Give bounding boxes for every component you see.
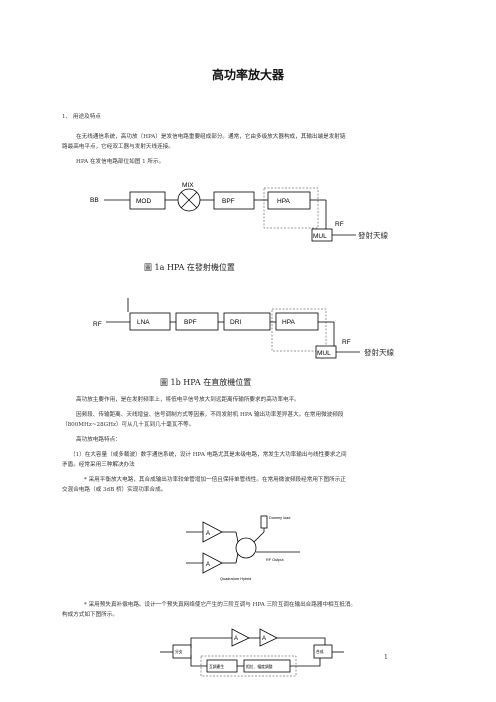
paragraph-2: HPA 在发信电路部位如图 1 所示。	[76, 159, 165, 165]
figure-1b-caption: 圖 1b HPA 在直放機位置	[160, 378, 252, 387]
amp-2-label: A	[206, 562, 210, 568]
mul-label: MUL	[313, 233, 327, 240]
quadrature-hybrid-symbol	[235, 537, 257, 559]
rf-output-label: RF Output	[266, 558, 284, 562]
paragraph-1-line-2: 路最高电平点，它经双工器与发射天线连接。	[62, 144, 174, 150]
paragraph-5: 高功放电路特点：	[76, 437, 121, 443]
phase-amplitude-label: 相位、幅度調整	[246, 664, 273, 669]
bpf-label: BPF	[222, 198, 235, 205]
rf-in-label: RF	[93, 321, 102, 328]
mod-block	[129, 191, 166, 210]
dri-label: DRI	[230, 319, 241, 326]
amp-4-label: A	[262, 636, 266, 642]
paragraph-6-line-1: （1）在大容量（或多载波）数字通信系统，设计 HPA 电路尤其是末级电路，常发生…	[70, 452, 347, 458]
paragraph-4-line-2: （800MHz~28GHz）可从几十瓦到几十毫瓦不等。	[62, 422, 195, 428]
dri-block	[223, 312, 271, 331]
paragraph-3: 高功放主要作用，是在发射频率上，将低电平信号放大到远距离传输所要求的高功率电平。	[76, 397, 300, 403]
bpf-block-2	[175, 312, 219, 331]
lna-label: LNA	[137, 319, 150, 326]
combine-box-label: 合成	[316, 649, 324, 654]
mul-label-2: MUL	[317, 350, 331, 357]
paragraph-7-line-2: 交混合电路（或 3dB 桥）实现功率合成。	[62, 487, 167, 493]
bpf-block	[213, 191, 255, 210]
paragraph-8-line-2: 构成方式如下图所示。	[62, 612, 118, 618]
hpa-label-2: HPA	[282, 319, 296, 326]
mod-label: MOD	[136, 198, 151, 205]
section-heading: 1、 用途及特点	[62, 114, 101, 120]
combine-box	[313, 644, 333, 659]
amplifier-3	[231, 628, 250, 647]
rf-out-label: RF	[342, 339, 351, 346]
split-box	[172, 644, 192, 659]
bb-label: BB	[90, 197, 99, 204]
hpa-label: HPA	[277, 198, 291, 205]
dummy-load-symbol	[260, 515, 268, 529]
dummy-load-label: Dummy load	[269, 516, 290, 520]
rf-label: RF	[335, 221, 344, 228]
figure-1a-caption: 圖 1a HPA 在發射機位置	[144, 263, 235, 272]
mix-label: MIX	[182, 182, 194, 189]
amplifier-4	[259, 628, 278, 647]
hpa-block	[267, 191, 311, 210]
antenna-label-2: 發射天線	[364, 347, 394, 357]
paragraph-1-line-1: 在无线通信系统，高功放（HPA）是发信电路重要组成部分。通常，它由多级放大器构成…	[76, 134, 346, 140]
bpf-label-2: BPF	[184, 319, 197, 326]
amp-3-label: A	[234, 636, 238, 642]
document-title: 高功率放大器	[211, 68, 284, 82]
antenna-label: 發射天線	[358, 230, 388, 240]
hpa-block-2	[275, 312, 319, 331]
paragraph-8-line-1: * 采用预失真补偿电路。设计一个预失真网络使它产生的三阶互调与 HPA 三阶互调…	[84, 602, 357, 608]
split-box-label: 分支	[175, 649, 183, 654]
paragraph-7-line-1: * 采用平衡放大电路，其合成输出功率较单管增加一倍且保持单管线性。在常用微波频段…	[84, 477, 346, 483]
lna-block	[129, 312, 171, 331]
paragraph-4-line-1: 因频段、传输距离、天线增益、信号调制方式等因素，不同发射机 HPA 输出功率差异…	[76, 412, 344, 418]
page-number: 1	[384, 654, 388, 661]
amp-1-label: A	[206, 531, 210, 537]
paragraph-6-line-2: 矛盾。经常采用三种解决办法	[62, 462, 135, 468]
quadrature-hybrid-label: Quadrature Hybrid	[220, 577, 251, 581]
imd-generator-label: 互調產生	[209, 664, 224, 669]
